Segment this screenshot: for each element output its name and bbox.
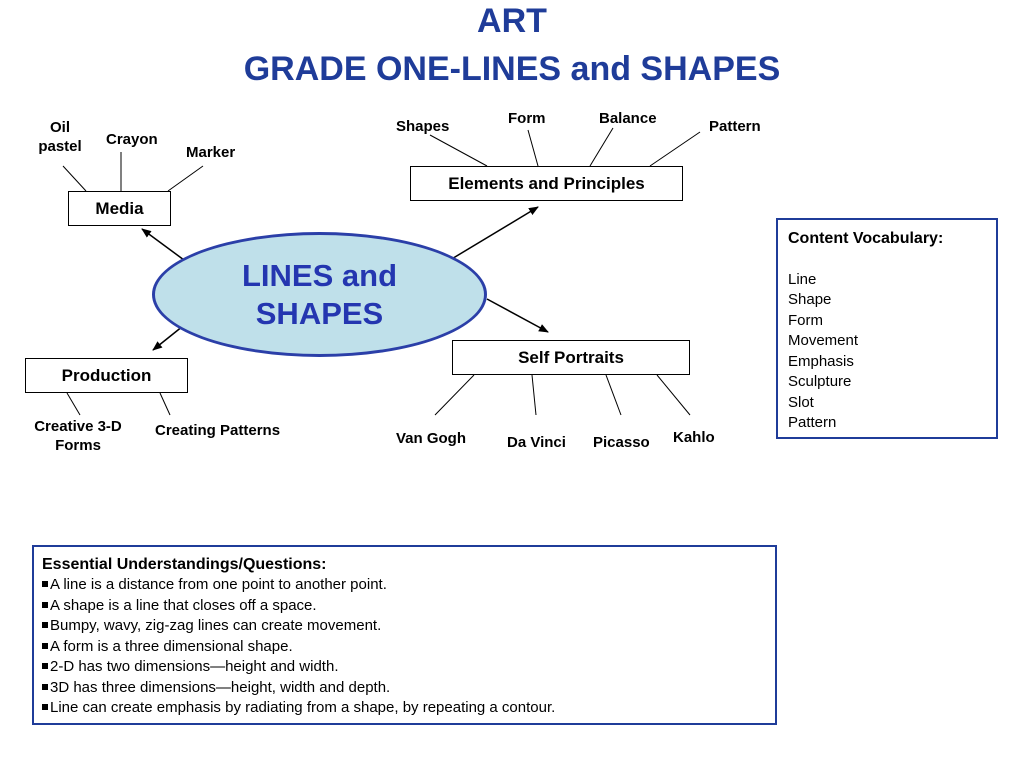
- bullet-icon: [42, 581, 48, 587]
- vocabulary-heading: Content Vocabulary:: [788, 230, 944, 247]
- bullet-icon: [42, 683, 48, 690]
- line-picasso: [605, 374, 622, 416]
- label-marker: Marker: [186, 144, 236, 161]
- understanding-text: A form is a three dimensional shape.: [50, 637, 293, 655]
- bullet-icon: [42, 642, 48, 649]
- elements-principles-box: Elements and Principles: [410, 166, 683, 201]
- understanding-item: A line is a distance from one point to a…: [42, 575, 767, 596]
- label-pattern: Pattern: [709, 118, 761, 135]
- line-da-vinci: [531, 374, 537, 416]
- vocab-item: Line: [788, 270, 817, 288]
- understanding-item: 3D has three dimensions—height, width an…: [42, 678, 767, 699]
- label-creating-patterns: Creating Patterns: [155, 422, 281, 439]
- line-shapes: [429, 134, 488, 167]
- line-pattern: [649, 131, 701, 167]
- arrow-to-media: [141, 228, 185, 261]
- content-vocabulary-box: Content Vocabulary: Line Shape Form Move…: [776, 218, 998, 439]
- self-portraits-box: Self Portraits: [452, 340, 690, 375]
- understanding-item: Line can create emphasis by radiating fr…: [42, 698, 767, 719]
- essential-understandings-box: Essential Understandings/Questions: A li…: [32, 545, 777, 725]
- vocab-item: Form: [788, 311, 823, 329]
- label-crayon: Crayon: [106, 131, 158, 148]
- understanding-text: 2-D has two dimensions—height and width.: [50, 658, 339, 675]
- label-creative-3d-forms: Creative 3-D Forms: [26, 417, 130, 455]
- bullet-icon: [42, 622, 48, 628]
- vocab-item: Shape: [788, 291, 832, 308]
- line-form: [527, 129, 539, 167]
- label-van-gogh: Van Gogh: [396, 430, 467, 447]
- production-box: Production: [25, 358, 188, 393]
- arrow-to-elements: [449, 206, 539, 261]
- bullet-icon: [42, 704, 48, 710]
- understanding-item: A form is a three dimensional shape.: [42, 637, 767, 658]
- label-oil-pastel-line-2: pastel: [38, 138, 82, 155]
- vocab-item: Pattern: [788, 414, 837, 431]
- label-balance: Balance: [599, 110, 657, 127]
- understanding-item: Bumpy, wavy, zig-zag lines can create mo…: [42, 616, 767, 637]
- label-creative-line-1: Creative 3-D: [34, 418, 122, 435]
- bullet-icon: [42, 663, 48, 669]
- line-oil-pastel: [62, 165, 87, 192]
- line-balance: [589, 127, 614, 167]
- label-shapes: Shapes: [396, 118, 450, 135]
- center-node-lines-and-shapes: LINES and SHAPES: [152, 232, 487, 357]
- label-oil-pastel-line-1: Oil: [49, 119, 70, 136]
- label-da-vinci: Da Vinci: [507, 434, 566, 451]
- vocab-item: Emphasis: [788, 352, 854, 370]
- media-box: Media: [68, 191, 171, 226]
- line-van-gogh: [434, 374, 475, 416]
- label-oil-pastel: Oil pastel: [34, 118, 86, 156]
- center-label-line-1: LINES and: [241, 257, 397, 293]
- center-label-line-2: SHAPES: [255, 295, 384, 331]
- bullet-icon: [42, 601, 48, 608]
- arrow-to-portraits: [486, 298, 549, 333]
- understandings-heading: Essential Understandings/Questions:: [42, 556, 327, 573]
- line-kahlo: [656, 374, 691, 416]
- vocab-item: Slot: [788, 393, 814, 411]
- label-form: Form: [508, 110, 546, 127]
- line-creating-patterns: [159, 392, 171, 416]
- understanding-text: Bumpy, wavy, zig-zag lines can create mo…: [50, 617, 382, 634]
- understanding-item: 2-D has two dimensions—height and width.: [42, 657, 767, 678]
- understanding-item: A shape is a line that closes off a spac…: [42, 596, 767, 617]
- understanding-text: Line can create emphasis by radiating fr…: [50, 699, 556, 716]
- understanding-text: A line is a distance from one point to a…: [50, 576, 387, 593]
- title-line-2: GRADE ONE-LINES and SHAPES: [243, 50, 781, 88]
- understanding-text: 3D has three dimensions—height, width an…: [50, 678, 391, 696]
- vocab-item: Sculpture: [788, 373, 852, 390]
- label-picasso: Picasso: [593, 434, 650, 451]
- label-creative-line-2: Forms: [55, 437, 101, 454]
- line-marker: [167, 165, 204, 192]
- line-creative-forms: [66, 392, 81, 416]
- title-line-1: ART: [477, 2, 547, 40]
- understanding-text: A shape is a line that closes off a spac…: [50, 596, 317, 614]
- vocab-item: Movement: [788, 332, 859, 349]
- label-kahlo: Kahlo: [673, 429, 715, 446]
